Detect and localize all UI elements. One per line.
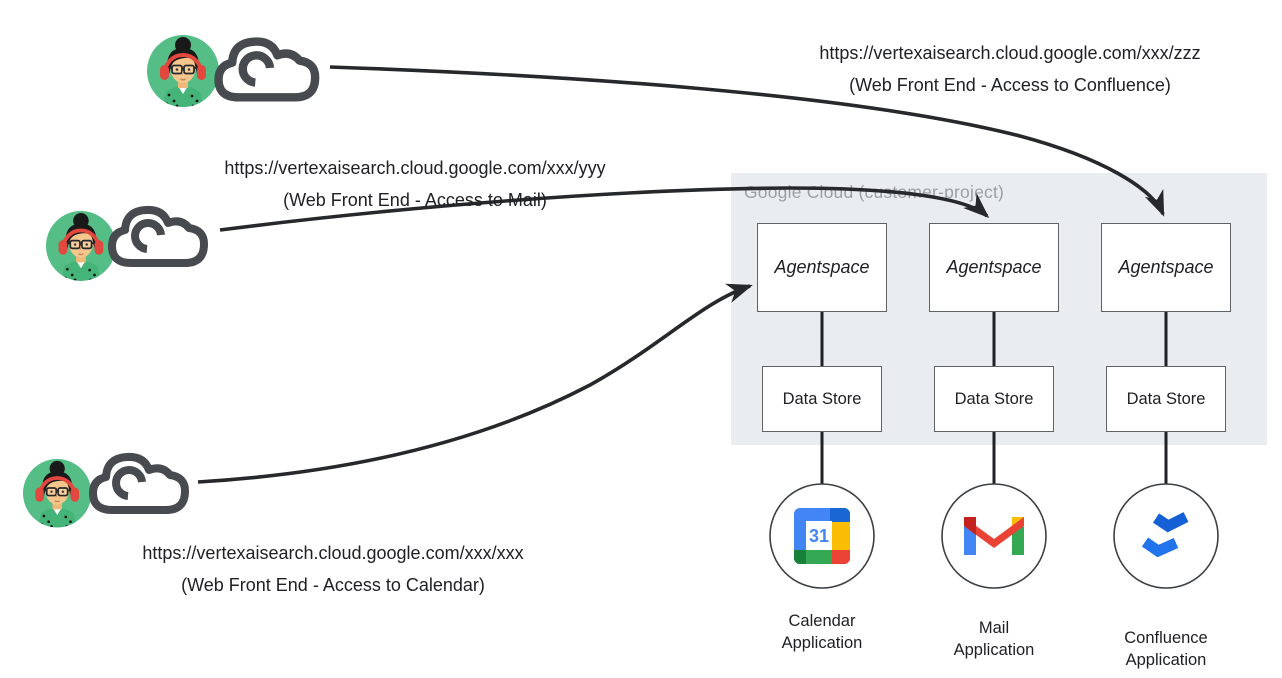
endpoint-label-calendar: https://vertexaisearch.cloud.google.com/… — [93, 537, 573, 601]
endpoint-url: https://vertexaisearch.cloud.google.com/… — [142, 543, 524, 563]
cloud-icon — [93, 457, 185, 510]
app-label-mail: Mail Application — [953, 619, 1035, 659]
data-store-box-confluence: Data Store — [1106, 366, 1226, 432]
endpoint-caption: (Web Front End - Access to Calendar) — [181, 575, 485, 595]
cloud-icon — [219, 42, 316, 98]
cloud-icon — [112, 210, 204, 263]
support-woman-avatar — [147, 35, 219, 108]
endpoint-label-mail: https://vertexaisearch.cloud.google.com/… — [175, 152, 655, 216]
user-mail — [46, 210, 204, 282]
endpoint-url: https://vertexaisearch.cloud.google.com/… — [819, 43, 1201, 63]
support-woman-avatar — [46, 211, 116, 282]
agentspace-box-confluence: Agentspace — [1101, 223, 1231, 312]
svg-text:31: 31 — [809, 526, 829, 546]
user-confluence — [147, 35, 315, 108]
support-woman-avatar — [23, 459, 91, 528]
endpoint-label-confluence: https://vertexaisearch.cloud.google.com/… — [770, 37, 1250, 101]
endpoint-caption: (Web Front End - Access to Confluence) — [849, 75, 1171, 95]
endpoint-url: https://vertexaisearch.cloud.google.com/… — [224, 158, 606, 178]
google-calendar-icon: 31 — [794, 508, 850, 564]
endpoint-caption: (Web Front End - Access to Mail) — [283, 190, 547, 210]
data-store-box-calendar: Data Store — [762, 366, 882, 432]
app-label-calendar: Calendar Application — [781, 612, 863, 652]
confluence-app-circle — [1113, 483, 1219, 589]
google-cloud-title: Google Cloud (customer-project) — [744, 182, 1005, 202]
agentspace-box-calendar: Agentspace — [757, 223, 887, 312]
mail-app-circle — [941, 483, 1047, 589]
agentspace-box-mail: Agentspace — [929, 223, 1059, 312]
data-store-box-mail: Data Store — [934, 366, 1054, 432]
app-label-confluence: Confluence Application — [1124, 629, 1208, 669]
confluence-icon — [1141, 512, 1189, 558]
gmail-icon — [964, 517, 1024, 555]
user-calendar — [23, 457, 185, 528]
arrow-calendar-request — [197, 283, 753, 484]
calendar-app-circle — [769, 483, 875, 589]
